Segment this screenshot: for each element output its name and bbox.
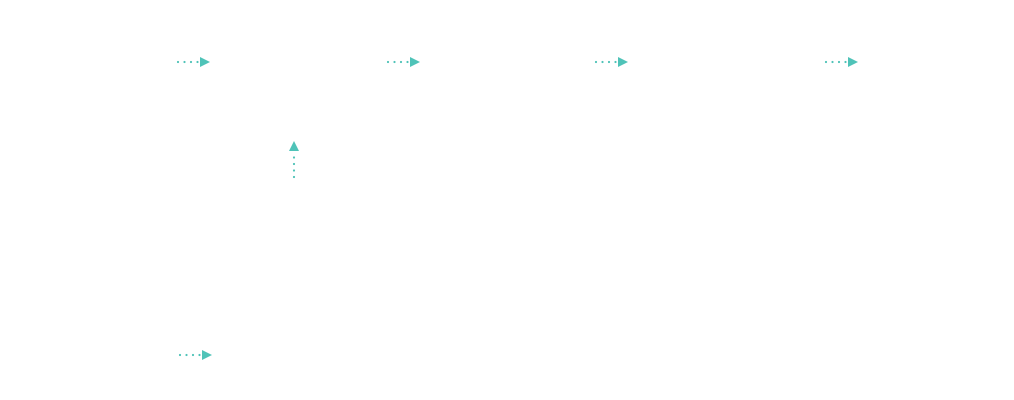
dotted-line [386,60,409,64]
dotted-arrow-right-1 [176,57,210,67]
dotted-arrow-right-2 [386,57,420,67]
arrowhead-icon [618,57,628,67]
dotted-arrow-right-6 [178,350,212,360]
arrowhead-icon [848,57,858,67]
arrowhead-icon [289,141,299,151]
dotted-line [176,60,199,64]
arrowhead-icon [410,57,420,67]
dotted-arrow-up-5 [289,141,299,179]
dotted-arrow-right-3 [594,57,628,67]
dotted-line [824,60,847,64]
dotted-line [178,353,201,357]
dotted-line [292,156,296,179]
arrowhead-icon [202,350,212,360]
dotted-arrow-right-4 [824,57,858,67]
arrowhead-icon [200,57,210,67]
dotted-line [594,60,617,64]
